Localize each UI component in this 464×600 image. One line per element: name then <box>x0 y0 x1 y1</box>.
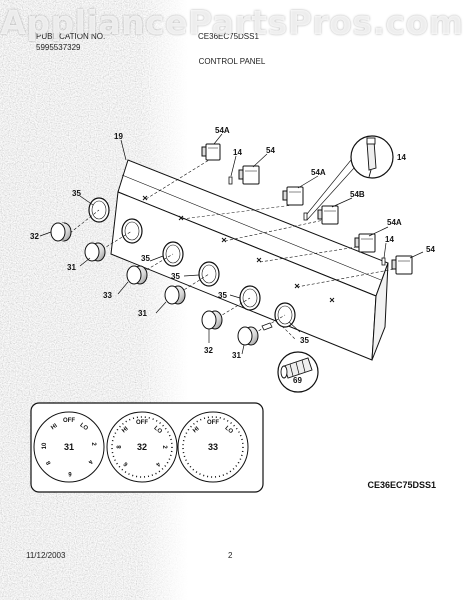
callout-54b: 54B <box>350 190 365 199</box>
dial-32-number: 32 <box>137 442 147 452</box>
dial-33-number: 33 <box>208 442 218 452</box>
callout-19: 19 <box>114 132 123 141</box>
callout-69: 69 <box>293 376 302 385</box>
dial-graphics-box: 31 OFF HI LO 2 4 6 8 10 32 OFF HI LO 2 4… <box>30 402 264 493</box>
callout-54a-2: 54A <box>311 168 326 177</box>
callout-31-1: 31 <box>67 263 76 272</box>
indicator-light-detail <box>306 135 394 221</box>
indicator-lights <box>228 176 386 266</box>
callout-54a-3: 54A <box>387 218 402 227</box>
dial-32: 32 OFF HI LO 2 4 6 8 <box>106 411 178 483</box>
callout-14-1: 14 <box>233 148 242 157</box>
dial-33-label-hi: HI <box>192 426 201 435</box>
callout-35-2: 35 <box>141 254 150 263</box>
dial-31: 31 OFF HI LO 2 4 6 8 10 <box>33 411 105 483</box>
screw-detail <box>261 322 319 393</box>
infinite-switches <box>201 143 413 275</box>
callout-54-1: 54 <box>266 146 275 155</box>
callout-14-detail: 14 <box>397 153 406 162</box>
callout-33: 33 <box>103 291 112 300</box>
callout-32-1: 32 <box>30 232 39 241</box>
watermark: AppliancePartsPros.com <box>0 3 464 42</box>
callout-35-4: 35 <box>218 291 227 300</box>
callout-54-2: 54 <box>426 245 435 254</box>
dial-33: 33 OFF HI LO <box>177 411 249 483</box>
callout-54a-1: 54A <box>215 126 230 135</box>
callout-31-3: 31 <box>232 351 241 360</box>
callout-35-1: 35 <box>72 189 81 198</box>
footer-date: 11/12/2003 <box>26 551 66 560</box>
callout-35-3: 35 <box>171 272 180 281</box>
dial-31-label-off: OFF <box>63 418 75 424</box>
dial-33-label-lo: LO <box>224 425 234 435</box>
dial-32-label-off: OFF <box>136 420 148 426</box>
callout-35-5: 35 <box>300 336 309 345</box>
callout-14-2: 14 <box>385 235 394 244</box>
callout-31-2: 31 <box>138 309 147 318</box>
dial-31-label-10: 10 <box>42 442 48 449</box>
callout-32-2: 32 <box>204 346 213 355</box>
section-title: CONTROL PANEL <box>198 57 266 66</box>
header-model-number: CE36EC75DSS1 <box>198 32 259 41</box>
model-number-label: CE36EC75DSS1 <box>367 480 436 490</box>
dial-33-label-off: OFF <box>207 420 219 426</box>
dial-31-number: 31 <box>64 442 74 452</box>
footer-page-number: 2 <box>228 551 233 560</box>
publication-number: 5995537329 <box>36 43 81 52</box>
